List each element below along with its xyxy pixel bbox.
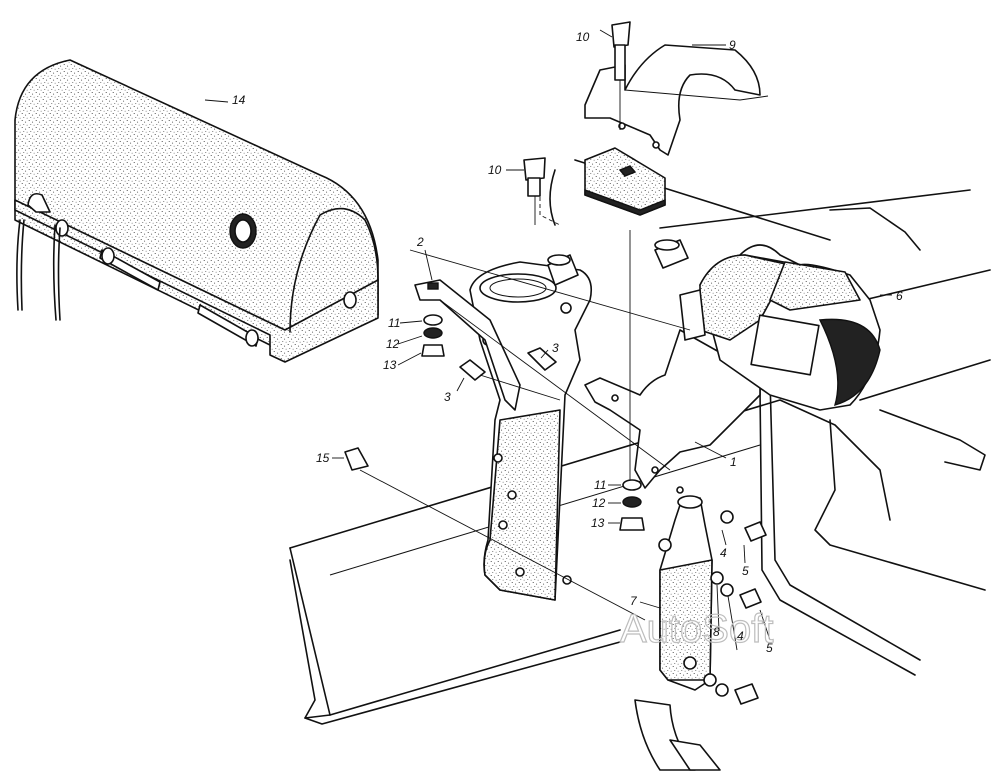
pins <box>547 239 689 286</box>
callout-3-left: 3 <box>444 390 451 404</box>
callout-10-middle: 10 <box>488 163 502 177</box>
fasteners <box>344 21 767 705</box>
plate <box>414 279 521 411</box>
watermark: AutoSoft <box>620 607 773 651</box>
callout-13-right: 13 <box>591 516 605 530</box>
callout-4-upper: 4 <box>720 546 727 560</box>
callout-8: 8 <box>713 625 720 639</box>
callout-12-right: 12 <box>592 496 606 510</box>
callout-14: 14 <box>232 93 246 107</box>
leader-lines <box>204 29 892 651</box>
callout-7: 7 <box>630 594 638 608</box>
callout-1: 1 <box>730 455 737 469</box>
rubber-pad <box>584 147 666 216</box>
callout-6: 6 <box>896 289 903 303</box>
callout-5-upper: 5 <box>742 564 749 578</box>
callout-3-right: 3 <box>552 341 559 355</box>
support-bracket <box>469 261 593 601</box>
frame-rail <box>289 399 891 725</box>
callout-5-lower: 5 <box>766 641 773 655</box>
heater-cover <box>14 59 379 363</box>
callout-13-left: 13 <box>383 358 397 372</box>
callout-9: 9 <box>729 38 736 52</box>
callout-labels: 1 2 3 3 4 4 5 5 6 7 8 9 10 10 11 11 12 1… <box>232 30 903 655</box>
callout-10-top: 10 <box>576 30 590 44</box>
callout-4-lower: 4 <box>737 629 744 643</box>
callout-2: 2 <box>416 235 424 249</box>
tank-body <box>539 159 831 241</box>
callout-12-left: 12 <box>386 337 400 351</box>
callout-11-right: 11 <box>594 478 606 492</box>
lower-strap <box>584 329 761 494</box>
upper-strap <box>584 44 769 156</box>
tube-assembly <box>634 495 721 771</box>
heater-unit <box>679 244 881 411</box>
callout-15: 15 <box>316 451 330 465</box>
callout-11-left: 11 <box>388 316 400 330</box>
